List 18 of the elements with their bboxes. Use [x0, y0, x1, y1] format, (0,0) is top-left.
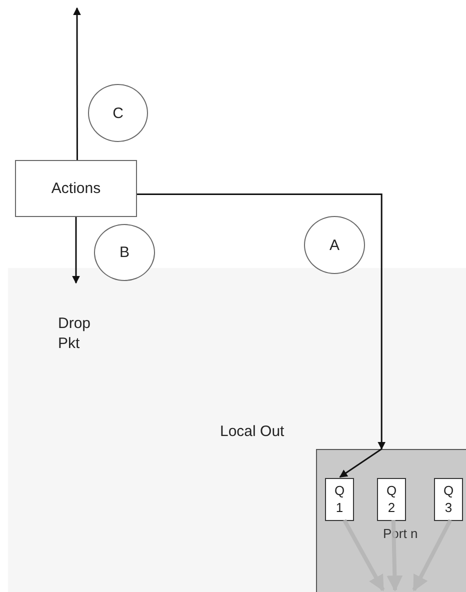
arrow: [386, 520, 403, 592]
queue-box: Q 3: [434, 478, 463, 521]
edge-label: B: [94, 224, 155, 281]
edge-label: A: [304, 216, 365, 274]
port-label: Port n: [383, 526, 418, 541]
arrow: [412, 519, 452, 592]
arrow: [72, 217, 80, 284]
edge-label: C: [88, 84, 148, 142]
arrow: [137, 193, 386, 450]
queue-box: Q 1: [325, 478, 354, 521]
arrow: [342, 519, 385, 592]
text-label: Local Out: [220, 422, 284, 442]
process-box: Actions: [15, 160, 137, 217]
port-box: [316, 449, 466, 592]
text-label: Drop Pkt: [58, 314, 92, 354]
queue-box: Q 2: [377, 478, 406, 521]
arrow: [73, 7, 81, 160]
arrow: [339, 448, 382, 478]
